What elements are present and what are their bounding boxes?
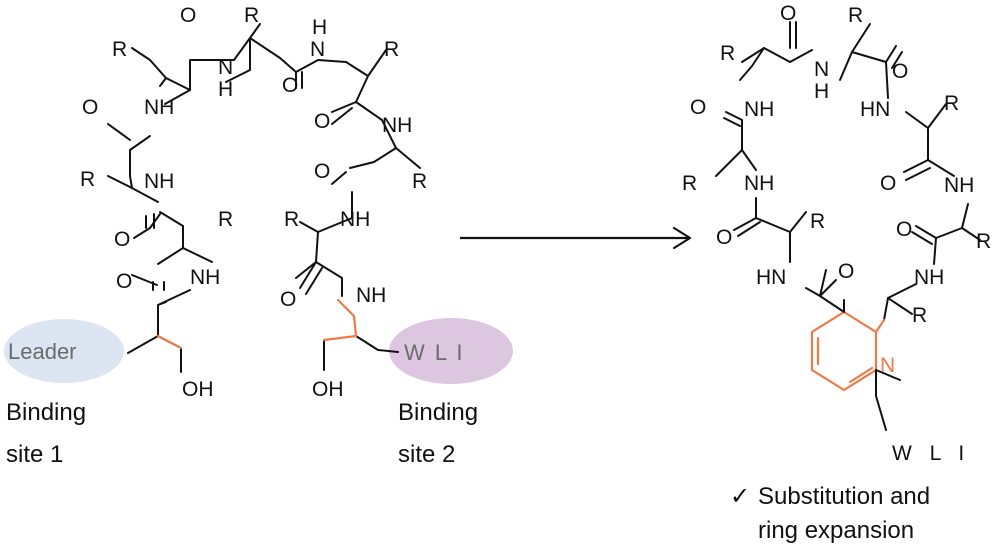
atom-nh-3: NH: [144, 170, 174, 193]
atom-o-3: O: [82, 96, 98, 119]
wli-label-right: W L I: [892, 442, 970, 465]
atom-r-4: R: [80, 168, 95, 191]
r-atom-nh-4: NH: [914, 266, 944, 289]
atom-o-8: O: [280, 288, 296, 311]
r-atom-o-5: O: [716, 226, 732, 249]
atom-nh-6: NH: [356, 284, 386, 307]
atom-o-6: O: [114, 228, 130, 251]
atom-nh-1: NH: [144, 96, 174, 119]
r-atom-nh-2: NH: [744, 172, 774, 195]
atom-r-1: R: [112, 38, 127, 61]
r-atom-r-4: R: [682, 172, 697, 195]
r-atom-r-6: R: [976, 230, 991, 253]
check-mark: ✓: [730, 483, 750, 510]
atom-h-1: H: [312, 16, 327, 39]
site1-line1: Binding: [6, 399, 86, 426]
wli-label-left: W L I: [404, 340, 465, 365]
r-atom-o-1: O: [780, 2, 796, 25]
site2-line1: Binding: [398, 399, 478, 426]
r-atom-nh-3: NH: [944, 174, 974, 197]
atom-o-7: O: [116, 270, 132, 293]
atom-r-2: R: [244, 4, 259, 27]
reaction-arrow: [460, 226, 692, 250]
r-atom-h-1: H: [814, 80, 829, 103]
r-atom-r-7: R: [912, 304, 927, 327]
atom-r-3: R: [384, 38, 399, 61]
atom-o-2: O: [282, 74, 298, 97]
atom-oh-2: OH: [312, 378, 344, 401]
result-line2: ring expansion: [758, 517, 914, 544]
right-molecule: O R R N H O O NH HN R R NH O NH O R O R …: [682, 2, 991, 544]
r-atom-o-7: O: [838, 260, 854, 283]
r-atom-o-2: O: [892, 60, 908, 83]
wli-ellipse: [389, 318, 513, 384]
r-atom-n-1: N: [814, 58, 829, 81]
atom-n-1: N: [310, 38, 325, 61]
leader-ellipse: [4, 319, 124, 383]
atom-r-6: R: [218, 208, 233, 231]
r-atom-r-3: R: [944, 92, 959, 115]
r-atom-hn-1: HN: [860, 98, 890, 121]
atom-h-2: H: [218, 78, 233, 101]
leader-label: Leader: [8, 339, 77, 364]
atom-nh-5: NH: [190, 266, 220, 289]
atom-oh-1: OH: [182, 378, 214, 401]
r-atom-r-5: R: [810, 210, 825, 233]
r-atom-nh-1: NH: [744, 98, 774, 121]
atom-nh-4: NH: [340, 208, 370, 231]
result-line1: Substitution and: [758, 483, 930, 510]
atom-o-1: O: [180, 4, 196, 27]
atom-r-5: R: [412, 170, 427, 193]
atom-o-4: O: [314, 110, 330, 133]
atom-n-2: N: [218, 56, 233, 79]
r-atom-r-2: R: [720, 42, 735, 65]
r-atom-o-6: O: [896, 218, 912, 241]
r-atom-o-4: O: [880, 172, 896, 195]
atom-nh-2: NH: [382, 114, 412, 137]
left-molecule: R O R N H R N H O O NH O NH R NH O R O R…: [4, 4, 513, 468]
site2-line2: site 2: [398, 441, 455, 468]
r-atom-r-1: R: [848, 4, 863, 27]
atom-r-7: R: [284, 208, 299, 231]
pyridine-n: N: [880, 354, 895, 377]
site1-line2: site 1: [6, 441, 63, 468]
r-atom-hn-2: HN: [756, 266, 786, 289]
atom-o-5: O: [314, 160, 330, 183]
r-atom-o-3: O: [690, 96, 706, 119]
